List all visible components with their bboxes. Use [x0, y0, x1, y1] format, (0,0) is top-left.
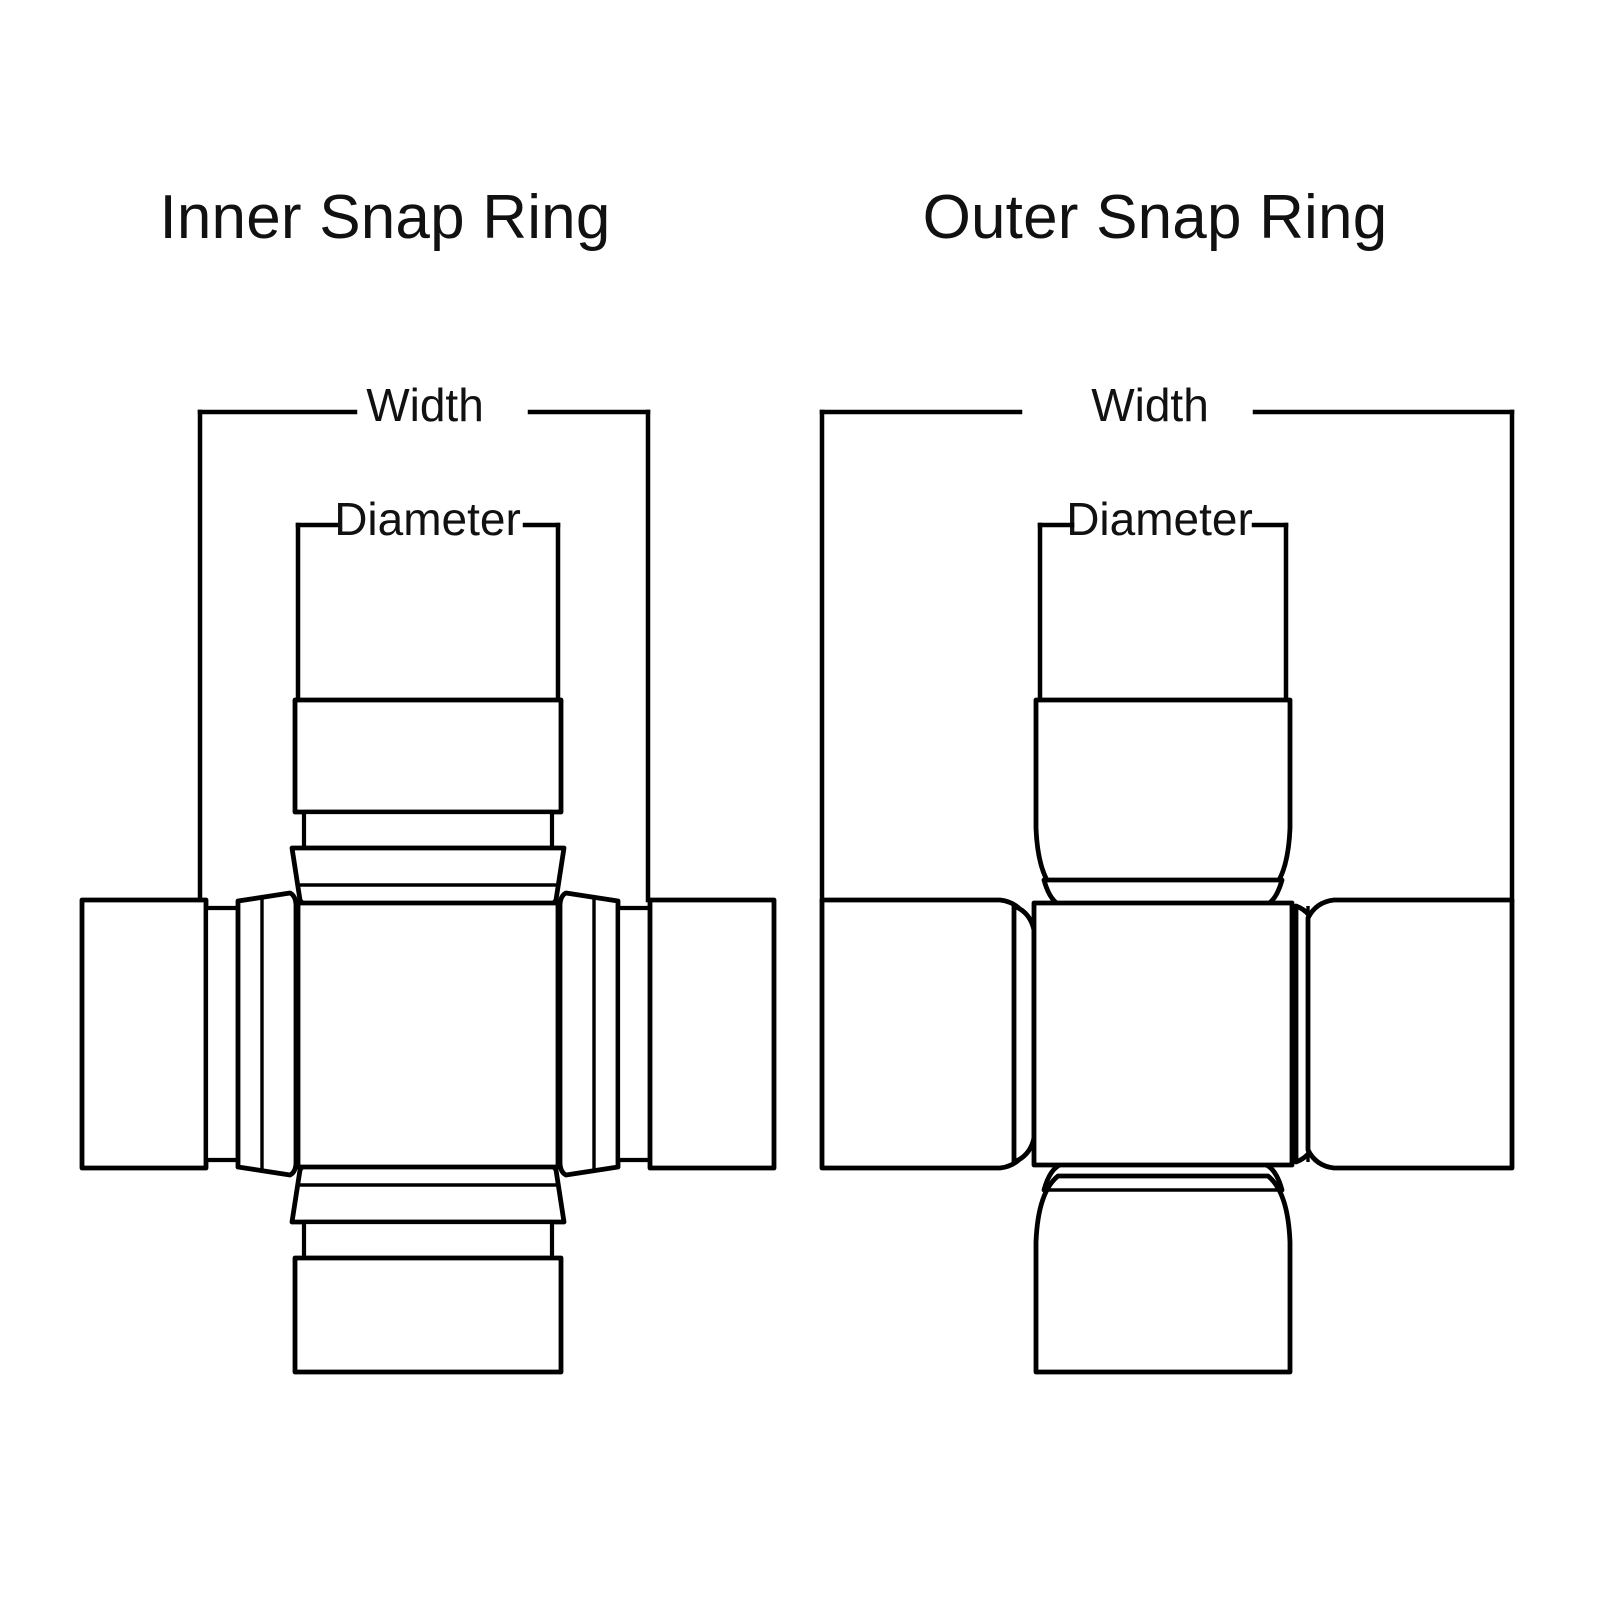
bearing-cap-left-body-outer	[819, 897, 1029, 1171]
bearing-taper-top-inner	[289, 845, 567, 909]
dimension-label-width-outer: Width	[1091, 379, 1209, 431]
snap-ring-band-right-inner	[615, 905, 653, 1163]
panel-title-outer: Outer Snap Ring	[922, 183, 1388, 252]
dimension-line-diameter-inner	[295, 522, 561, 703]
bearing-cap-top-body-outer	[1033, 697, 1293, 897]
bearing-taper-right-inner	[557, 890, 621, 1178]
dimension-line-width-outer	[819, 409, 1515, 903]
dimension-line-width-inner	[197, 409, 651, 903]
bearing-taper-left-outer	[1011, 903, 1037, 1165]
bearing-cap-bottom-body-outer	[1033, 1173, 1293, 1375]
bearing-cap-right-body-outer	[1305, 897, 1515, 1171]
dimension-label-diameter-outer: Diameter	[1066, 493, 1253, 545]
bearing-taper-left-inner	[235, 890, 299, 1178]
cross-body-inner	[295, 900, 561, 1170]
dimension-label-diameter-inner: Diameter	[334, 493, 521, 545]
snap-ring-band-top-inner	[301, 809, 555, 851]
bearing-cap-right-body-inner	[647, 897, 777, 1171]
snap-ring-band-left-inner	[203, 905, 241, 1163]
bearing-cap-bottom-body-inner	[292, 1255, 564, 1375]
inner-snap-ring-drawing	[79, 409, 777, 1375]
dimension-line-diameter-outer	[1037, 522, 1289, 703]
bearing-cap-left-body-inner	[79, 897, 209, 1171]
panel-title-inner: Inner Snap Ring	[159, 183, 611, 252]
cross-body-outer	[1031, 900, 1295, 1168]
outer-snap-ring-drawing	[819, 409, 1515, 1375]
snap-ring-band-bottom-inner	[301, 1219, 555, 1261]
bearing-cap-top-body-inner	[292, 697, 564, 815]
bearing-taper-bottom-inner	[289, 1161, 567, 1225]
dimension-label-width-inner: Width	[366, 379, 484, 431]
